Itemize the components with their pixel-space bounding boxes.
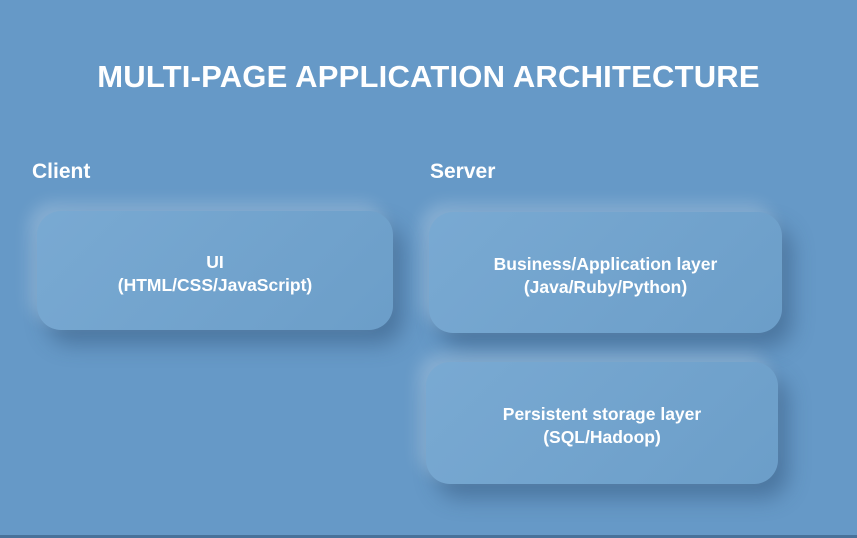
- section-label-server: Server: [430, 160, 496, 183]
- node-ui-subtitle: (HTML/CSS/JavaScript): [117, 274, 313, 295]
- node-business-layer: Business/Application layer (Java/Ruby/Py…: [429, 212, 782, 333]
- node-storage-layer-title: Persistent storage layer: [502, 404, 702, 424]
- node-business-layer-title: Business/Application layer: [493, 253, 718, 274]
- node-ui-title: UI: [206, 251, 224, 272]
- node-business-layer-subtitle: (Java/Ruby/Python): [523, 276, 688, 297]
- node-storage-layer: Persistent storage layer (SQL/Hadoop): [426, 362, 778, 484]
- bottom-edge-divider: [0, 535, 857, 538]
- section-label-client: Client: [32, 160, 91, 183]
- diagram-title: MULTI-PAGE APPLICATION ARCHITECTURE: [97, 59, 760, 94]
- node-storage-layer-subtitle: (SQL/Hadoop): [543, 427, 661, 447]
- node-ui: UI (HTML/CSS/JavaScript): [37, 211, 393, 330]
